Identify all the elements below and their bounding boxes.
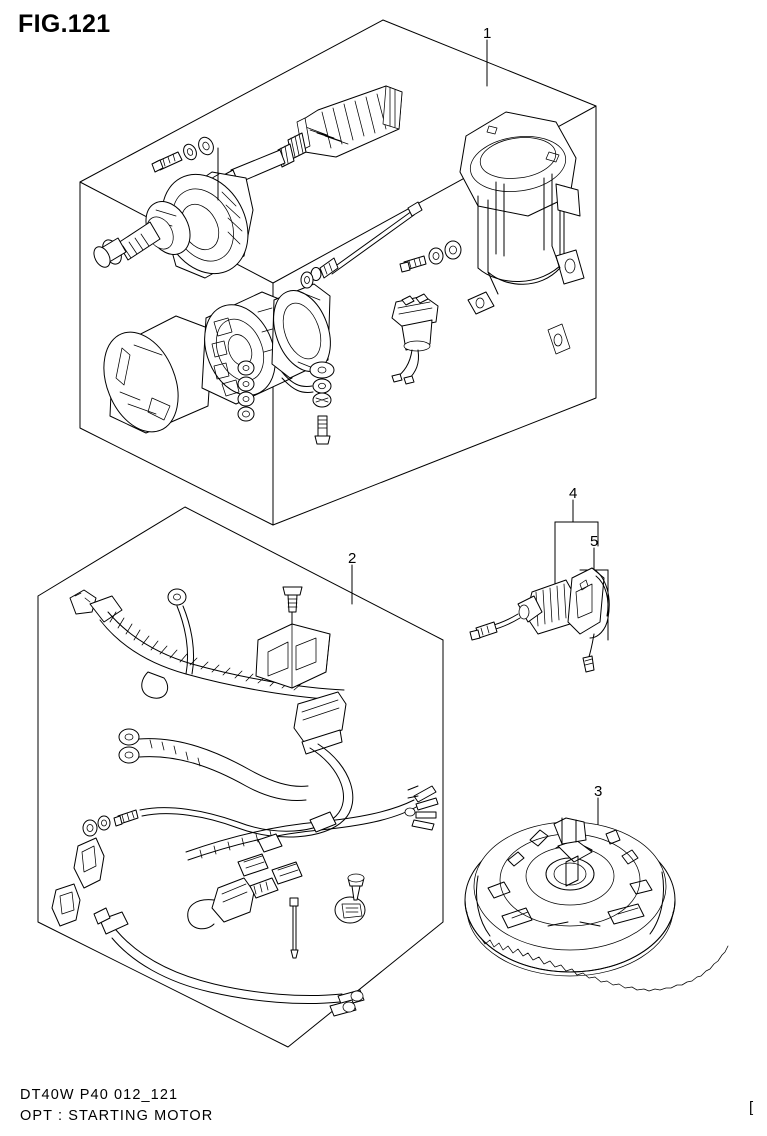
page-title: FIG.121 xyxy=(18,10,111,38)
group-3-flywheel xyxy=(464,797,729,992)
part-brush-holder xyxy=(201,291,297,405)
group-45-starter-switch xyxy=(469,499,610,673)
part-lower-cable xyxy=(93,907,365,1017)
part-ground-lead xyxy=(167,588,195,675)
part-screw-washers-upper xyxy=(151,136,219,201)
part-cable-clamp xyxy=(255,623,331,689)
part-washer-stack xyxy=(237,360,255,422)
part-clamp-screw xyxy=(282,586,303,635)
part-mounting-bracket xyxy=(459,111,585,355)
footer-caption: OPT : STARTING MOTOR xyxy=(20,1108,214,1124)
part-armature xyxy=(221,85,403,189)
footer: DT40W P40 012_121 OPT : STARTING MOTOR xyxy=(20,1085,213,1127)
callout-5: 5 xyxy=(590,533,598,550)
part-through-bolt xyxy=(300,201,423,289)
part-main-connector xyxy=(187,877,279,930)
part-harness-connectors xyxy=(237,811,337,885)
part-grommet-clip xyxy=(334,873,366,924)
callout-4: 4 xyxy=(569,485,577,502)
callout-2: 2 xyxy=(348,550,356,567)
part-bracket-small xyxy=(51,837,105,927)
callout-1: 1 xyxy=(483,25,491,42)
part-switch-bracket xyxy=(567,567,610,673)
group-1-starter-motor xyxy=(79,19,597,526)
part-flywheel-rotor xyxy=(464,817,729,992)
part-end-cover xyxy=(271,283,331,379)
callout-3: 3 xyxy=(594,783,602,800)
corner-bracket-mark: [ xyxy=(749,1099,754,1116)
part-terminal-lead xyxy=(281,361,335,445)
part-starter-switch xyxy=(469,579,577,641)
group-2-wiring-harness xyxy=(37,506,444,1048)
part-connector-block xyxy=(293,691,347,755)
part-magnetic-switch xyxy=(391,293,439,385)
part-yoke-housing xyxy=(103,315,214,434)
part-ground-cable-2 xyxy=(118,728,309,801)
part-cable-tie xyxy=(289,897,299,959)
part-harness-main-loop xyxy=(139,743,354,838)
part-left-hardware xyxy=(82,809,139,837)
callout-labels: 1 2 3 4 5 xyxy=(348,25,602,800)
footer-code: DT40W P40 012_121 xyxy=(20,1087,179,1103)
part-pinion-drive-housing xyxy=(93,171,254,279)
part-bracket-hardware xyxy=(399,240,462,273)
